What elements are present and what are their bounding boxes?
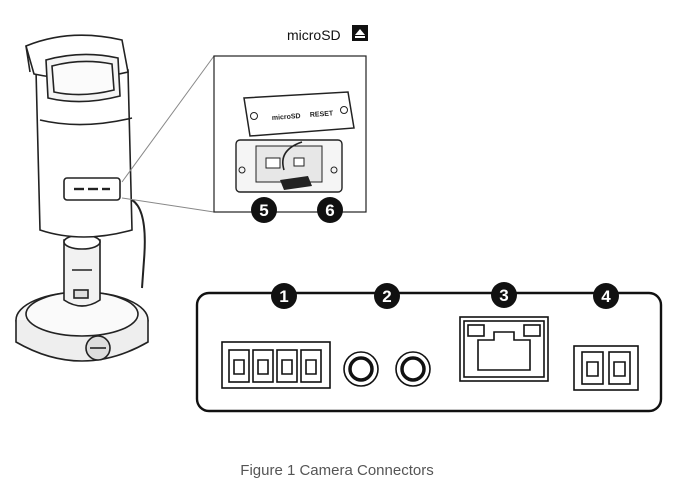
microsd-zoom-panel: microSD RESET xyxy=(213,55,367,213)
callout-1-badge: 1 xyxy=(271,283,297,309)
audio-jack-pair xyxy=(343,351,431,387)
callout-4-badge: 4 xyxy=(593,283,619,309)
ethernet-port xyxy=(459,316,549,382)
figure-caption: Figure 1 Camera Connectors xyxy=(240,462,434,479)
callout-5-label: 5 xyxy=(259,201,268,220)
connector-panel xyxy=(195,291,663,413)
bullet-camera xyxy=(15,34,149,362)
microsd-eject-icon xyxy=(352,25,368,41)
microsd-heading: microSD xyxy=(287,27,341,43)
door-label-reset: RESET xyxy=(310,110,334,119)
callout-1-label: 1 xyxy=(279,287,288,306)
door-label-microsd: microSD xyxy=(272,113,301,122)
callout-4-label: 4 xyxy=(601,287,611,306)
callout-3-badge: 3 xyxy=(491,282,517,308)
callout-badges: 1 2 3 4 5 6 xyxy=(251,197,619,309)
callout-6-badge: 6 xyxy=(317,197,343,223)
zoom-leader-lines xyxy=(121,55,215,213)
callout-5-badge: 5 xyxy=(251,197,277,223)
callout-6-label: 6 xyxy=(325,201,334,220)
power-terminal xyxy=(573,345,639,391)
callout-3-label: 3 xyxy=(499,286,508,305)
callout-2-label: 2 xyxy=(382,287,391,306)
terminal-block xyxy=(221,341,331,389)
callout-2-badge: 2 xyxy=(374,283,400,309)
